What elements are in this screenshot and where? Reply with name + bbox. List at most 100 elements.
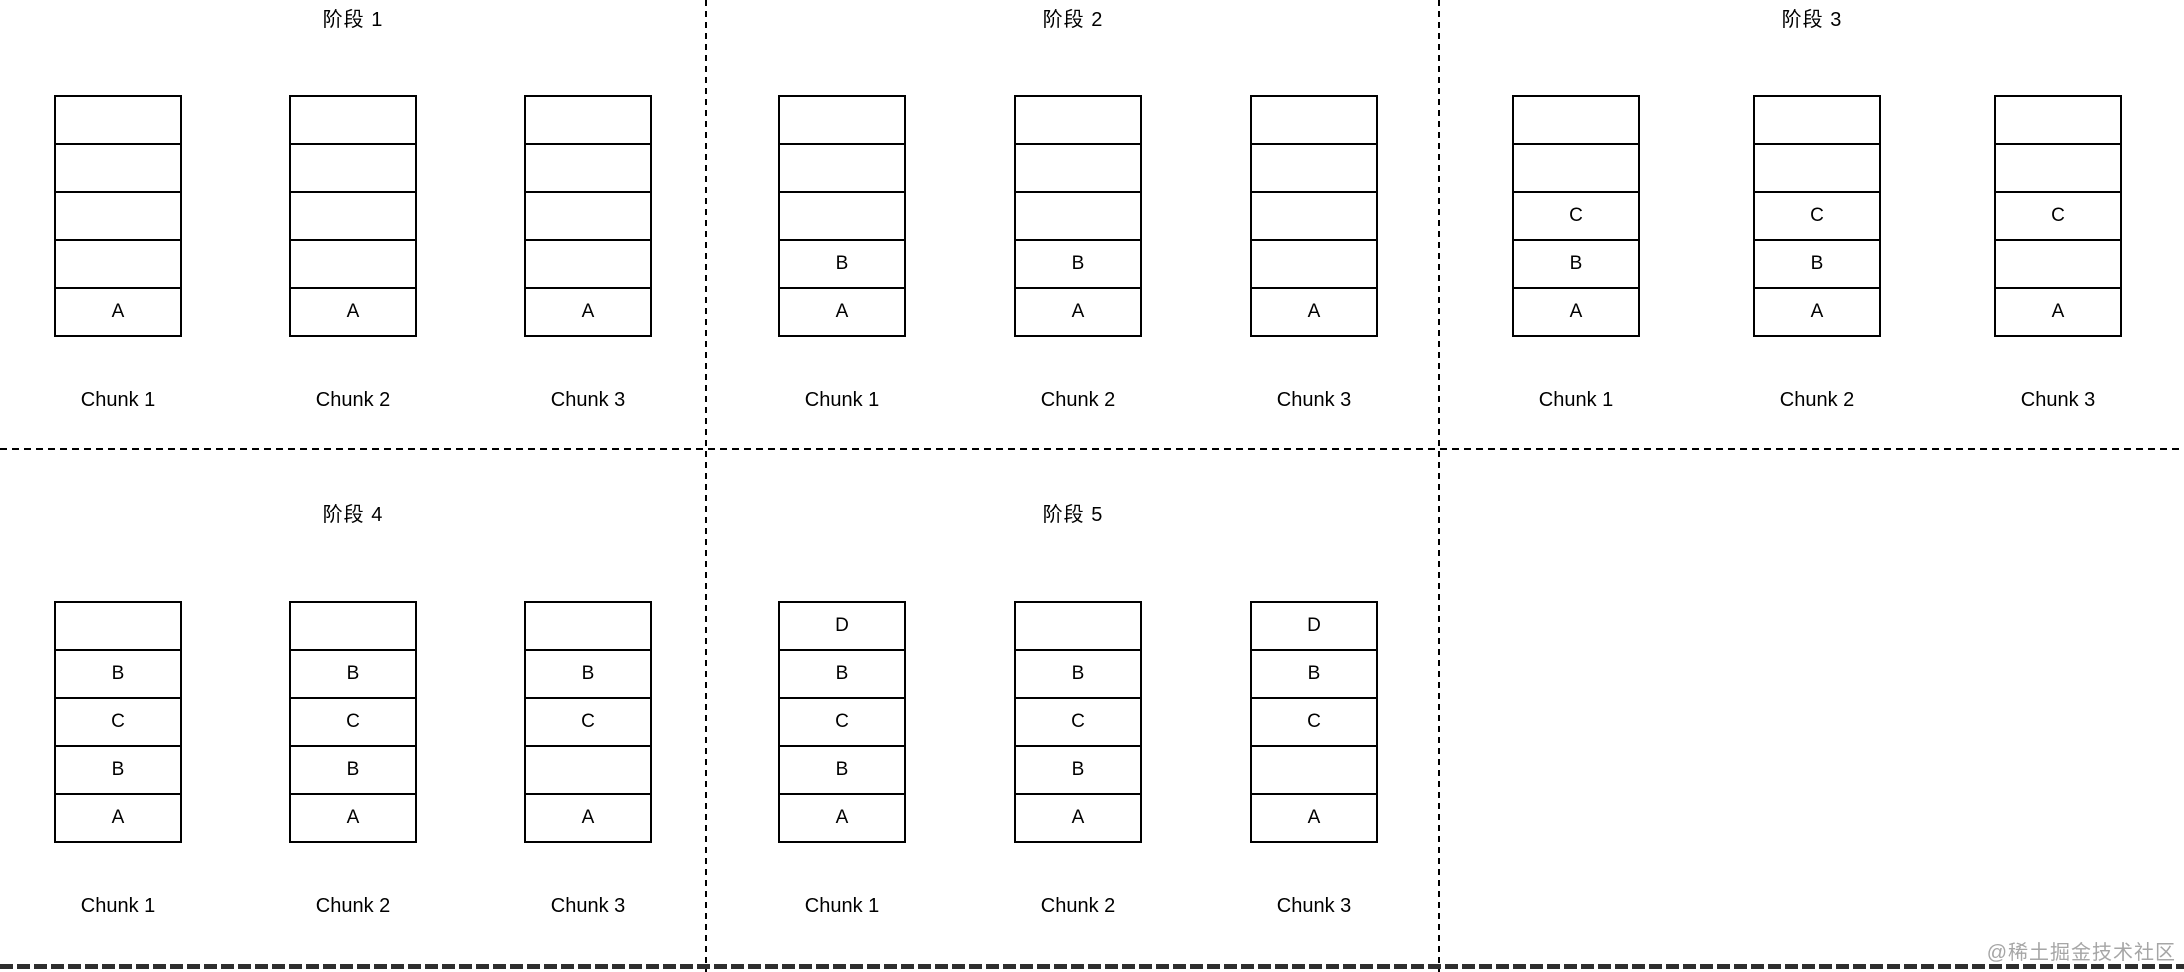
chunk-cell: C [780,699,904,747]
chunk-cell: A [581,807,595,828]
chunk-cell [1016,193,1140,241]
stage-title: 阶段 2 [1042,9,1104,31]
chunk-cell: B [780,651,904,699]
chunk-label: Chunk 3 [1276,895,1352,917]
chunk-cell: B [1252,651,1376,699]
chunk-cell: B [780,747,904,795]
chunk-cell: B [1016,747,1140,795]
horizontal-dashed-divider [0,448,2184,450]
stage-title: 阶段 4 [322,504,384,526]
chunk-cell: A [1307,807,1321,828]
chunk-cell [291,241,415,289]
chunk-cell [526,145,650,193]
chunk-cell: D [780,603,904,651]
chunk-label: Chunk 3 [1276,389,1352,411]
chunk-cell: B [1016,651,1140,699]
chunk-cell [1252,241,1376,289]
chunk-label: Chunk 3 [2020,389,2096,411]
chunk-cell [526,241,650,289]
chunk-cell [56,193,180,241]
chunk-stack: A [524,95,652,337]
stage-title: 阶段 3 [1781,9,1843,31]
chunk-cell: B [1514,241,1638,289]
chunk-cell [1252,193,1376,241]
chunk-stack: A [54,95,182,337]
chunk-stack: A [1250,95,1378,337]
vertical-dashed-divider-2 [1438,0,1440,972]
chunk-cell [1514,145,1638,193]
chunk-cell: D [1252,603,1376,651]
chunk-label: Chunk 2 [315,389,391,411]
chunk-cell: B [526,651,650,699]
chunk-cell [56,97,180,145]
chunk-cell: C [526,699,650,747]
chunk-cell: A [111,301,125,322]
chunk-3: A Chunk 3 [524,95,652,412]
chunk-cell [56,241,180,289]
chunk-cell: A [581,301,595,322]
chunk-label: Chunk 2 [1779,389,1855,411]
chunk-cell: B [291,651,415,699]
empty-panel [1440,450,2184,972]
chunk-row: A Chunk 1 A Chunk 2 A Chunk 3 [0,95,706,412]
chunk-cell [526,97,650,145]
chunk-cell [291,603,415,651]
chunk-cell [1996,241,2120,289]
chunk-cell: C [1514,193,1638,241]
chunk-cell: A [1810,301,1824,322]
chunk-stack: A [289,95,417,337]
chunk-cell: B [1755,241,1879,289]
chunk-cell [780,193,904,241]
chunk-1: A Chunk 1 [54,95,182,412]
chunk-cell [780,145,904,193]
chunk-cell [1016,145,1140,193]
chunk-label: Chunk 1 [80,389,156,411]
chunk-cell [291,193,415,241]
chunk-cell [526,747,650,795]
vertical-dashed-divider-1 [705,0,707,972]
chunk-label: Chunk 2 [1040,895,1116,917]
stage-title: 阶段 5 [1042,504,1104,526]
chunk-cell: C [56,699,180,747]
bottom-dashed-border [0,964,2184,969]
watermark: @稀土掘金技术社区 [1986,942,2176,964]
chunk-cell [1016,97,1140,145]
chunk-label: Chunk 2 [315,895,391,917]
chunk-cell: C [291,699,415,747]
chunk-label: Chunk 1 [1538,389,1614,411]
chunk-label: Chunk 1 [804,389,880,411]
chunk-cell: A [835,301,849,322]
chunk-label: Chunk 3 [550,389,626,411]
chunk-cell: A [346,807,360,828]
chunk-cell: A [2051,301,2065,322]
chunk-cell: A [111,807,125,828]
chunk-cell [291,97,415,145]
